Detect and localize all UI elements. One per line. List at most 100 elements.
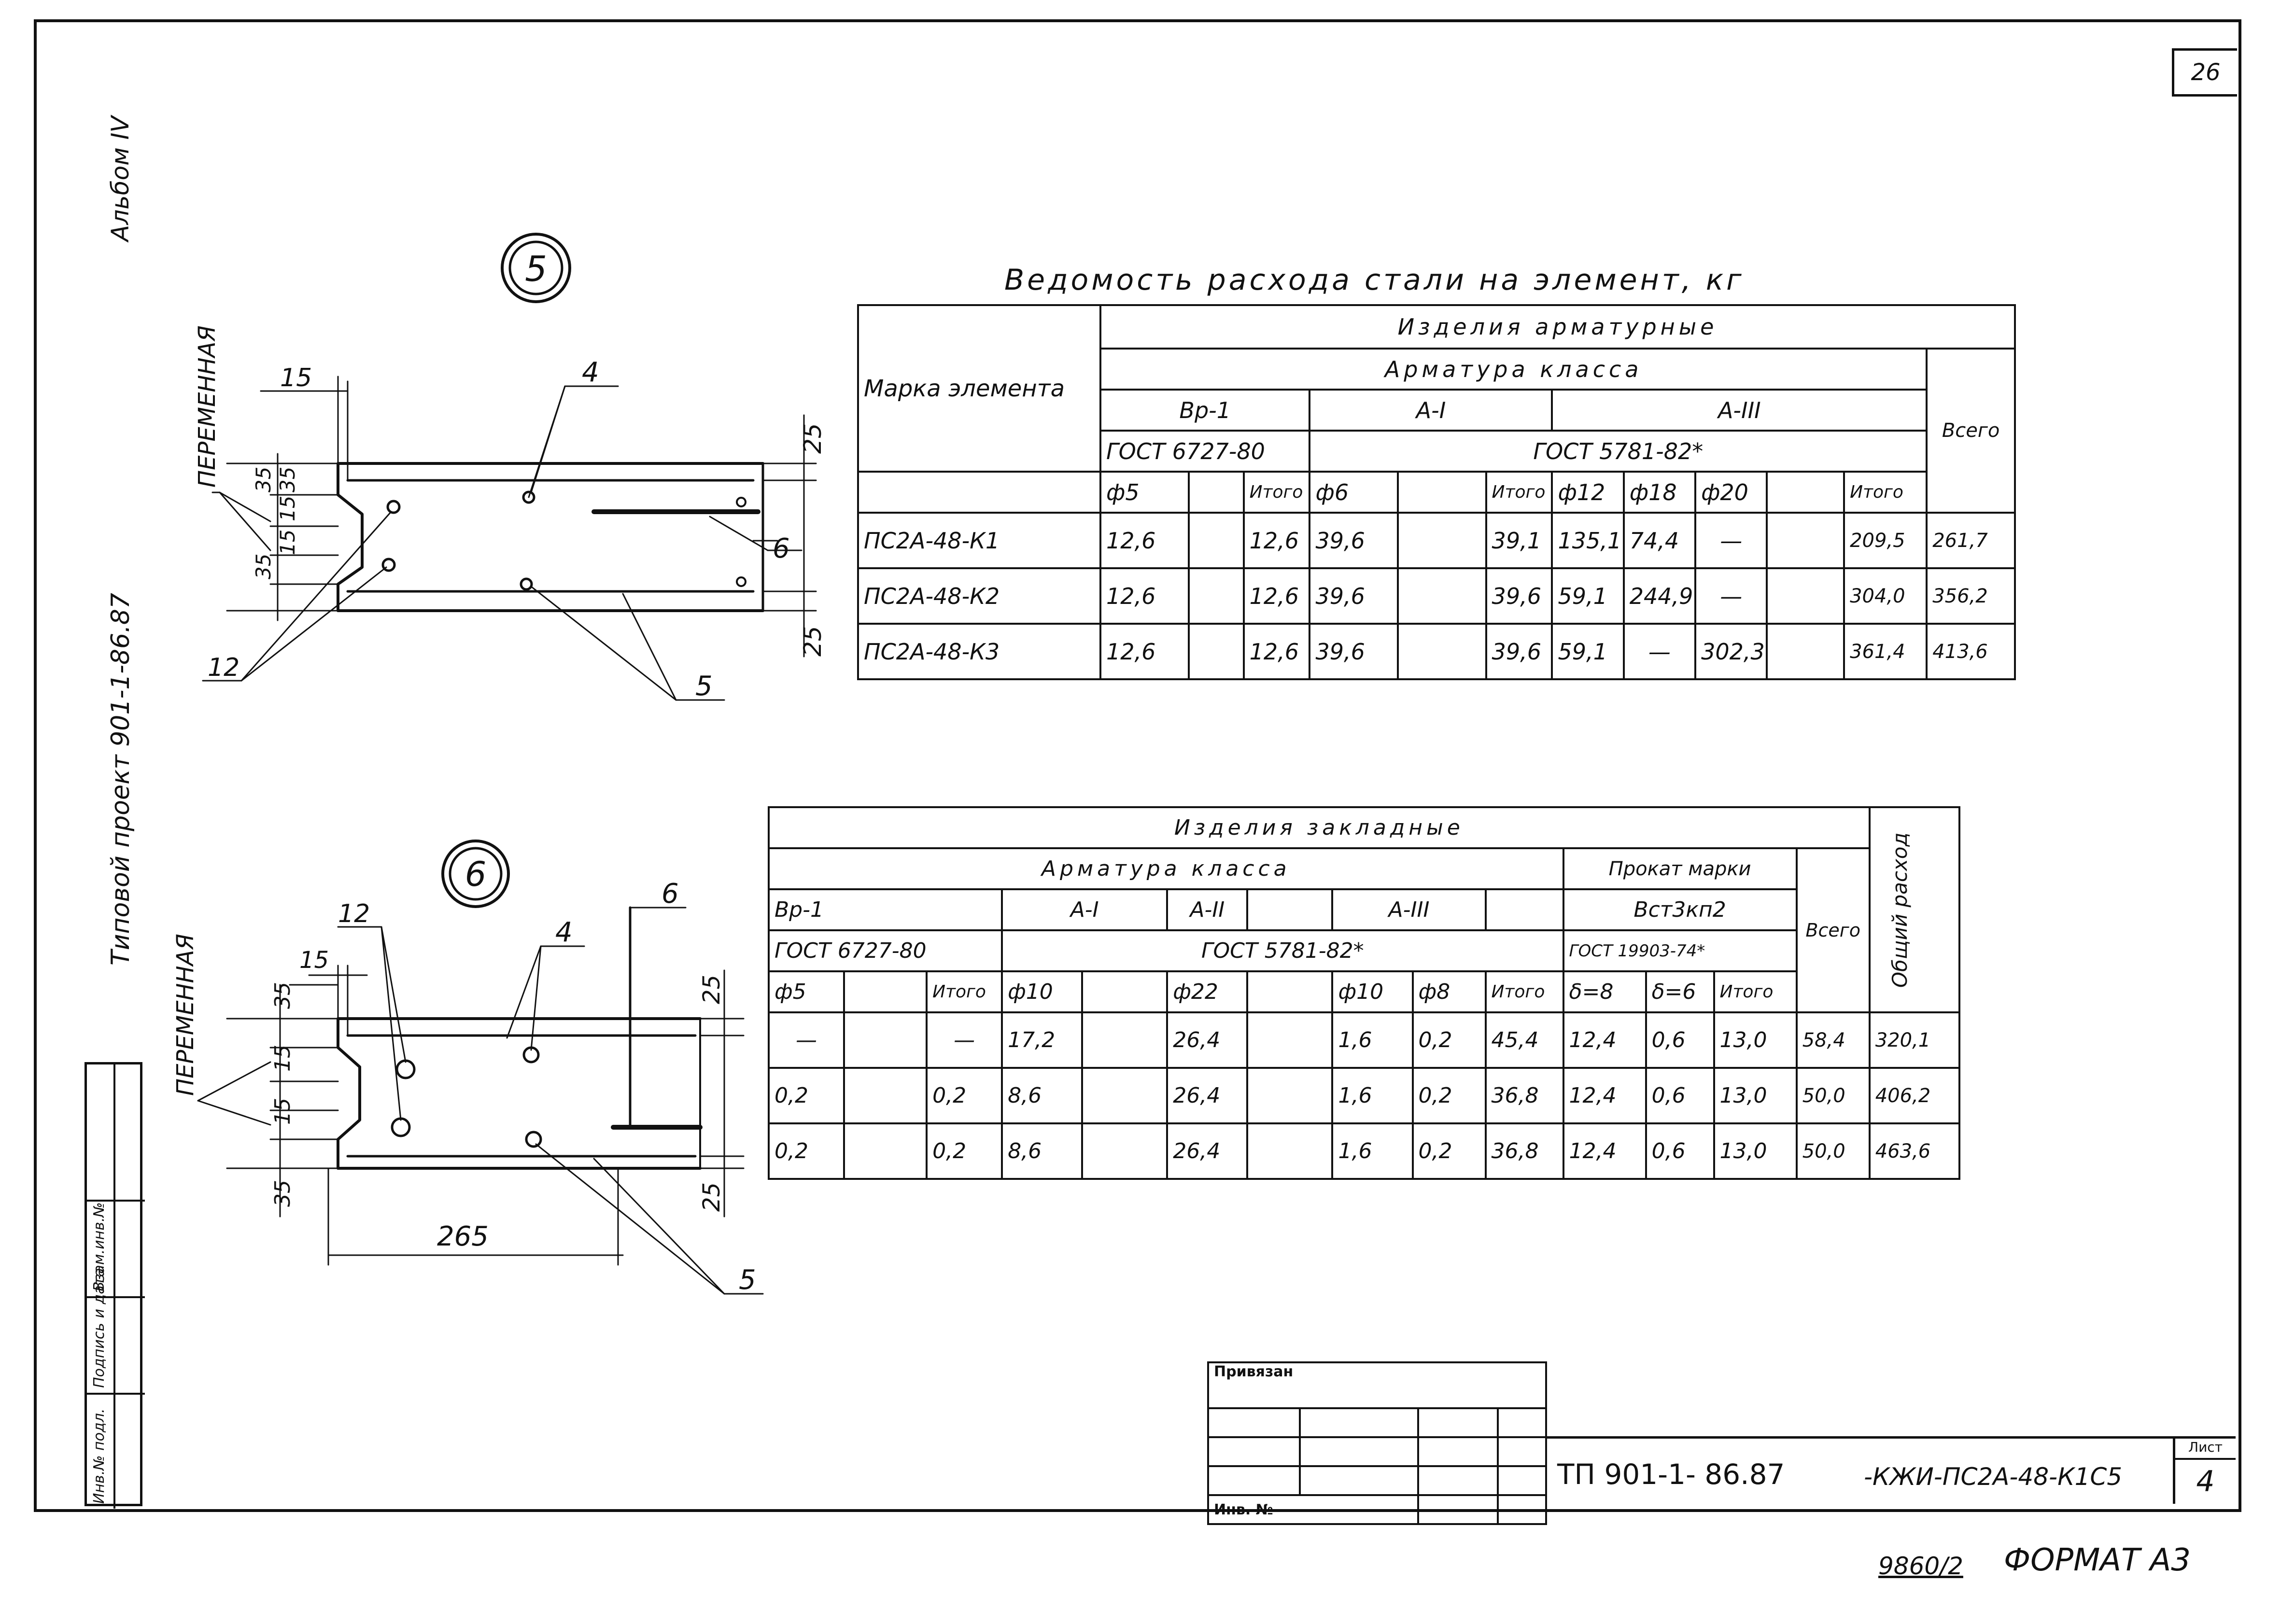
t1-sub-10: Итого bbox=[1843, 471, 1928, 514]
t2-bp1: Вр-1 bbox=[767, 888, 1003, 931]
t1-bp1: Вр-1 bbox=[1099, 389, 1311, 432]
t2-gost2: ГОСТ 5781-82* bbox=[1001, 929, 1564, 972]
t2-gost1: ГОСТ 6727-80 bbox=[767, 929, 1003, 972]
t1-cell: 39,6 bbox=[1485, 623, 1553, 680]
dim-6-15b: 15 bbox=[270, 1098, 295, 1125]
t2-cell bbox=[843, 1122, 928, 1180]
callout-5-5: 5 bbox=[695, 671, 713, 702]
t1-cell: 12,6 bbox=[1099, 512, 1190, 569]
t2-sub: δ=6 bbox=[1645, 970, 1715, 1013]
format-number: 9860/2 bbox=[1878, 1552, 1963, 1580]
t2-sub: Итого bbox=[1713, 970, 1798, 1013]
t1-cell: 39,6 bbox=[1309, 512, 1399, 569]
t2-sub bbox=[1081, 970, 1169, 1013]
sheet-code-suffix: -КЖИ-ПС2А-48-К1С5 bbox=[1864, 1463, 2123, 1491]
dim-6-25-bottom: 25 bbox=[698, 1182, 725, 1212]
t1-mark: ПС2А-48-К2 bbox=[857, 567, 1101, 625]
t1-cell bbox=[1187, 512, 1245, 569]
t2-sub: ф10 bbox=[1331, 970, 1414, 1013]
t1-cell: 59,1 bbox=[1551, 623, 1625, 680]
tied-label: Привязан bbox=[1207, 1361, 1548, 1409]
t2-cell: 13,0 bbox=[1713, 1122, 1798, 1180]
t1-mark-header: Марка элемента bbox=[857, 304, 1101, 473]
t1-sub-6: ф12 bbox=[1551, 471, 1625, 514]
t1-sub-7: ф18 bbox=[1622, 471, 1697, 514]
t2-grand-label: Общий расход bbox=[1887, 832, 1912, 988]
dim-5-15a: 15 bbox=[276, 496, 299, 521]
t1-cell bbox=[1187, 567, 1245, 625]
table1-title: Ведомость расхода стали на элемент, кг bbox=[1004, 263, 1745, 297]
t1-cell: 361,4 bbox=[1843, 623, 1928, 680]
code-box bbox=[1545, 1436, 2236, 1516]
t2-cell: 13,0 bbox=[1713, 1067, 1798, 1124]
t2-sub: δ=8 bbox=[1562, 970, 1647, 1013]
t2-cell: 406,2 bbox=[1868, 1067, 1961, 1124]
t2-cell: 0,2 bbox=[1411, 1122, 1487, 1180]
inv-label: Инв. № bbox=[1207, 1494, 1419, 1525]
t1-cell: — bbox=[1694, 512, 1768, 569]
t2-cell: 320,1 bbox=[1868, 1011, 1961, 1069]
t2-cell: 13,0 bbox=[1713, 1011, 1798, 1069]
t2-sub bbox=[843, 970, 928, 1013]
t2-total-header: Всего bbox=[1795, 847, 1871, 1013]
table-row: 0,2 0,2 8,6 26,4 1,6 0,2 36,8 12,4 0,6 1… bbox=[768, 1067, 1961, 1124]
t2-cell: 26,4 bbox=[1166, 1011, 1249, 1069]
list-label: Лист bbox=[2175, 1436, 2236, 1460]
format-label: ФОРМАТ А3 bbox=[2004, 1542, 2191, 1578]
sheet-code: ТП 901-1- 86.87 bbox=[1557, 1458, 1785, 1491]
t2-cell: 0,6 bbox=[1645, 1067, 1715, 1124]
t1-a1: А-I bbox=[1309, 389, 1553, 432]
t1-cell: — bbox=[1694, 567, 1768, 625]
table-row: ПС2А-48-К3 12,6 12,6 39,6 39,6 59,1 — 30… bbox=[857, 623, 2016, 680]
callout-6-5: 5 bbox=[739, 1264, 756, 1296]
t2-cell: 50,0 bbox=[1795, 1067, 1871, 1124]
table-row: ПС2А-48-К2 12,6 12,6 39,6 39,6 59,1 244,… bbox=[857, 567, 2016, 625]
callout-6-6: 6 bbox=[662, 878, 679, 910]
t2-cell bbox=[1081, 1011, 1169, 1069]
t2-cell bbox=[1081, 1067, 1169, 1124]
t1-total-header: Всего bbox=[1926, 348, 2016, 514]
t1-cell: — bbox=[1622, 623, 1697, 680]
t1-cell: 12,6 bbox=[1242, 512, 1311, 569]
t2-cell: — bbox=[768, 1011, 845, 1069]
t2-cell: 0,2 bbox=[1411, 1067, 1487, 1124]
t1-gost1: ГОСТ 6727-80 bbox=[1099, 430, 1311, 473]
t1-sub-0: ф5 bbox=[1099, 471, 1190, 514]
t2-cell bbox=[1081, 1122, 1169, 1180]
t2-cell bbox=[1246, 1067, 1334, 1124]
dim-6-35a: 35 bbox=[270, 982, 295, 1009]
t2-rolled-header: Прокат марки bbox=[1562, 847, 1798, 890]
t2-cell: 12,4 bbox=[1562, 1122, 1647, 1180]
dim-5-35b: 35 bbox=[276, 467, 299, 492]
t1-cell: 39,6 bbox=[1309, 623, 1399, 680]
t2-cell: 45,4 bbox=[1484, 1011, 1564, 1069]
t2-cell: 12,4 bbox=[1562, 1067, 1647, 1124]
t1-sub-5: Итого bbox=[1485, 471, 1553, 514]
t2-cell: 0,2 bbox=[768, 1122, 845, 1180]
t1-sub-2: Итого bbox=[1242, 471, 1311, 514]
t2-a1: А-I bbox=[1001, 888, 1169, 931]
t2-sub: ф22 bbox=[1166, 970, 1249, 1013]
t2-cell: 8,6 bbox=[1001, 1067, 1084, 1124]
t1-cell: 12,6 bbox=[1242, 567, 1311, 625]
t1-sub-4 bbox=[1397, 471, 1487, 514]
t1-cell bbox=[1397, 567, 1487, 625]
variable-label-5: ПЕРЕМЕННАЯ bbox=[194, 325, 221, 488]
dim-6-15-top: 15 bbox=[299, 947, 329, 974]
t2-cell: 8,6 bbox=[1001, 1122, 1084, 1180]
t1-cell: 59,1 bbox=[1551, 567, 1625, 625]
t2-steel: Вст3кп2 bbox=[1562, 888, 1798, 931]
t1-cell: 413,6 bbox=[1926, 623, 2016, 680]
dim-5-25-top: 25 bbox=[799, 423, 827, 454]
t1-cell: 244,9 bbox=[1622, 567, 1697, 625]
t1-group-header: Изделия арматурные bbox=[1099, 304, 2016, 350]
circle-label-5: 5 bbox=[525, 249, 547, 289]
sheet-number-box: 26 bbox=[2172, 48, 2237, 97]
t2-cell bbox=[1246, 1011, 1334, 1069]
t1-cell: 74,4 bbox=[1622, 512, 1697, 569]
t2-cell: 36,8 bbox=[1484, 1122, 1564, 1180]
callout-5-6: 6 bbox=[773, 533, 790, 564]
dim-6-265: 265 bbox=[437, 1221, 489, 1252]
